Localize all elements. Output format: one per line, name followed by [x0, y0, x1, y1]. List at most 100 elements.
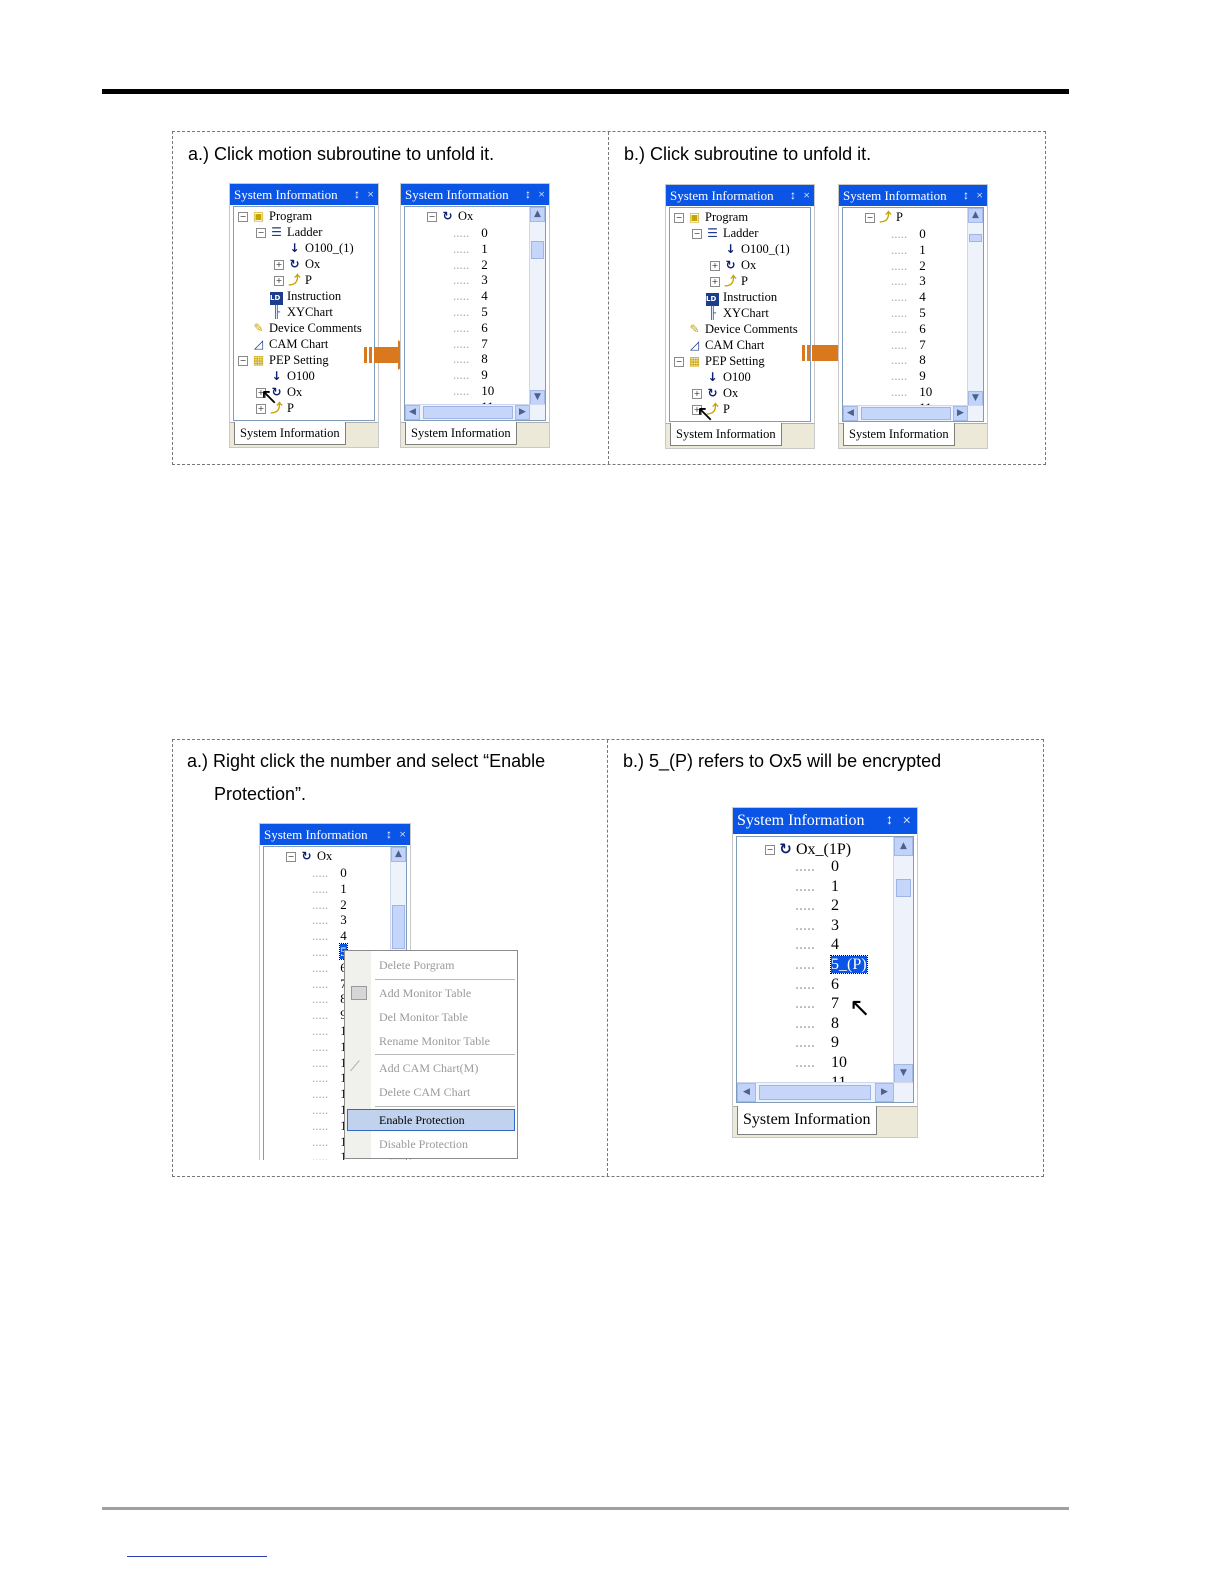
vertical-scrollbar[interactable]: ▲ ▼	[967, 208, 983, 406]
horizontal-scrollbar[interactable]: ◀ ▶	[843, 405, 983, 421]
expand-icon[interactable]: +	[692, 405, 702, 416]
scroll-thumb[interactable]	[861, 407, 951, 420]
tree-item-cam-chart[interactable]: CAM Chart	[705, 338, 765, 352]
list-item[interactable]: .....1	[312, 1070, 347, 1086]
tree-item-p[interactable]: P	[287, 401, 294, 415]
menu-item-add-monitor-table[interactable]: Add Monitor Table	[379, 986, 472, 1000]
scroll-thumb[interactable]	[969, 234, 982, 242]
tree-item-ox[interactable]: Ox	[305, 257, 321, 271]
tab-system-information[interactable]: System Information	[670, 423, 782, 446]
pin-icon[interactable]: ↕	[790, 188, 796, 202]
list-item[interactable]: .....5	[453, 304, 488, 320]
scroll-up-icon[interactable]: ▲	[894, 837, 913, 856]
list-item[interactable]: .....6	[795, 976, 839, 993]
scroll-up-icon[interactable]: ▲	[391, 847, 406, 862]
menu-item-add-cam-chart[interactable]: Add CAM Chart(M)	[379, 1061, 479, 1075]
panel-title-bar[interactable]: System Information ↕ ×	[260, 824, 410, 845]
scroll-up-icon[interactable]: ▲	[530, 207, 545, 222]
close-icon[interactable]: ×	[538, 187, 545, 201]
list-item[interactable]: .....7	[891, 337, 926, 353]
scroll-thumb[interactable]	[531, 241, 544, 259]
list-item[interactable]: .....10	[795, 1055, 847, 1071]
list-item[interactable]: .....4	[891, 289, 926, 305]
close-icon[interactable]: ×	[976, 188, 983, 202]
tree-item-p[interactable]: P	[305, 273, 312, 287]
tree-item-o100-1[interactable]: O100_(1)	[741, 242, 790, 256]
list-item[interactable]: .....2	[795, 898, 839, 914]
scroll-left-icon[interactable]: ◀	[737, 1083, 756, 1102]
menu-item-disable-protection[interactable]: Disable Protection	[379, 1137, 468, 1151]
list-item[interactable]: .....6	[453, 320, 488, 336]
scroll-down-icon[interactable]: ▼	[894, 1064, 913, 1083]
panel-title-bar[interactable]: System Information ↕ ×	[401, 184, 549, 205]
collapse-icon[interactable]: −	[765, 845, 775, 856]
list-item[interactable]: .....1	[312, 1134, 347, 1150]
list-item[interactable]: .....1	[312, 1039, 347, 1055]
collapse-icon[interactable]: −	[286, 852, 296, 863]
close-icon[interactable]: ×	[803, 188, 810, 202]
list-item[interactable]: .....0	[795, 859, 839, 875]
list-item[interactable]: .....1	[891, 242, 926, 258]
pin-icon[interactable]: ↕	[963, 188, 969, 202]
list-item[interactable]: .....9	[453, 367, 488, 383]
tree-item-ladder[interactable]: Ladder	[723, 226, 759, 240]
list-item[interactable]: .....5_(P)	[795, 955, 868, 974]
pin-icon[interactable]: ↕	[886, 813, 893, 828]
panel-title-bar[interactable]: System Information ↕ ×	[839, 185, 987, 206]
menu-item-enable-protection[interactable]: Enable Protection	[379, 1113, 465, 1127]
tree-item-device-comments[interactable]: Device Comments	[705, 322, 798, 336]
tree-item-p[interactable]: P	[741, 274, 748, 288]
tree-item-ox[interactable]: Ox	[458, 209, 474, 223]
tree-item-device-comments[interactable]: Device Comments	[269, 321, 362, 335]
list-item[interactable]: .....1	[312, 881, 347, 897]
list-item[interactable]: .....6	[891, 321, 926, 337]
tree-item-o100[interactable]: O100	[723, 370, 751, 384]
expand-icon[interactable]: +	[692, 389, 702, 400]
tab-system-information[interactable]: System Information	[737, 1106, 877, 1135]
tree-item-p[interactable]: P	[896, 210, 903, 224]
scroll-right-icon[interactable]: ▶	[953, 406, 968, 421]
scroll-up-icon[interactable]: ▲	[968, 208, 983, 223]
expand-icon[interactable]: +	[274, 260, 284, 271]
list-item[interactable]: .....5	[891, 305, 926, 321]
list-item[interactable]: .....2	[453, 257, 488, 273]
list-item[interactable]: .....3	[891, 273, 926, 289]
list-item[interactable]: .....1	[312, 1118, 347, 1134]
list-item[interactable]: .....7	[453, 336, 488, 352]
tree-item-pep-setting[interactable]: PEP Setting	[705, 354, 765, 368]
close-icon[interactable]: ×	[399, 827, 406, 841]
vertical-scrollbar[interactable]: ▲ ▼	[529, 207, 545, 405]
list-item[interactable]: .....1	[312, 1149, 347, 1160]
scroll-right-icon[interactable]: ▶	[515, 405, 530, 420]
tree-item-p[interactable]: P	[723, 402, 730, 416]
menu-item-delete-program[interactable]: Delete Porgram	[379, 958, 455, 972]
tree-view[interactable]: −▣Program −☰Ladder ↓O100_(1) +↻Ox +⤴P LD…	[669, 207, 811, 422]
expand-icon[interactable]: +	[710, 261, 720, 272]
scroll-thumb[interactable]	[392, 905, 405, 949]
list-item[interactable]: .....7	[795, 996, 839, 1012]
tree-item-ox[interactable]: Ox	[287, 385, 303, 399]
collapse-icon[interactable]: −	[238, 356, 248, 367]
collapse-icon[interactable]: −	[256, 228, 266, 239]
tree-item-o100[interactable]: O100	[287, 369, 315, 383]
list-item[interactable]: .....8	[795, 1015, 839, 1032]
horizontal-scrollbar[interactable]: ◀ ▶	[405, 404, 545, 420]
scroll-thumb[interactable]	[896, 879, 911, 897]
tab-system-information[interactable]: System Information	[234, 422, 346, 445]
collapse-icon[interactable]: −	[692, 229, 702, 240]
pin-icon[interactable]: ↕	[354, 187, 360, 201]
list-item[interactable]: .....8	[453, 351, 488, 367]
tree-view[interactable]: −↻Ox .....0.....1.....2.....3.....4.....…	[404, 206, 546, 421]
panel-title-bar[interactable]: System Information ↕ ×	[733, 808, 917, 834]
list-item[interactable]: .....9	[312, 1007, 347, 1023]
tree-item-instruction[interactable]: Instruction	[287, 289, 342, 303]
tree-item-ox[interactable]: Ox	[723, 386, 739, 400]
tree-item-o100-1[interactable]: O100_(1)	[305, 241, 354, 255]
tree-item-cam-chart[interactable]: CAM Chart	[269, 337, 329, 351]
collapse-icon[interactable]: −	[674, 213, 684, 224]
list-item[interactable]: .....0	[453, 225, 488, 241]
expand-icon[interactable]: +	[274, 276, 284, 287]
tree-item-program[interactable]: Program	[269, 209, 313, 223]
tree-item-xychart[interactable]: XYChart	[287, 305, 333, 319]
panel-title-bar[interactable]: System Information ↕ ×	[666, 185, 814, 206]
